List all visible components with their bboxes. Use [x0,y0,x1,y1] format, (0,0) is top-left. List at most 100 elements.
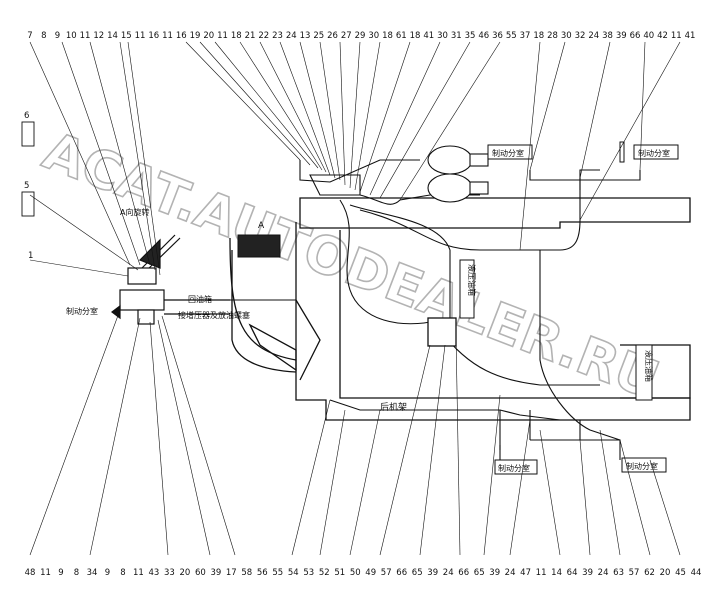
callout-number-top: 30 [368,31,379,41]
callout-number-top: 66 [630,31,641,41]
callout-number-bottom: 20 [179,568,190,578]
callout-number-bottom: 39 [210,568,221,578]
callout-number-bottom: 9 [105,568,110,578]
labelled-boxes [459,141,679,475]
callout-number-top: 11 [217,31,228,41]
callout-number-bottom: 64 [567,568,578,578]
callout-number-bottom: 48 [25,568,36,578]
callout-number-top: 23 [272,31,283,41]
callout-number-bottom: 65 [412,568,423,578]
hydraulic-lines [230,159,641,463]
callout-number-top: 55 [506,31,517,41]
left-item-boxes [21,121,35,217]
callout-number-bottom: 50 [350,568,361,578]
callout-number-top: 14 [107,31,118,41]
callout-number-top: 26 [327,31,338,41]
callout-number-top: 22 [258,31,269,41]
callout-number-top: 21 [245,31,256,41]
callout-number-top: 31 [451,31,462,41]
callout-number-bottom: 49 [365,568,376,578]
callout-number-bottom: 24 [443,568,454,578]
callout-number-top: 39 [616,31,627,41]
callout-number-bottom: 24 [598,568,609,578]
callout-number-top: 27 [341,31,352,41]
leader-lines [29,41,681,556]
watermark: ACAT.AUTODEALER.RU [35,121,666,411]
callout-number-top: 11 [671,31,682,41]
callout-number-bottom: 65 [474,568,485,578]
callout-number-bottom: 44 [691,568,702,578]
callout-number-bottom: 20 [660,568,671,578]
callout-number-bottom: 57 [381,568,392,578]
view-a-block [237,234,281,258]
callout-number-bottom: 11 [536,568,547,578]
callout-number-top: 18 [382,31,393,41]
brake-chamber-label-3: 制动分室 [498,463,530,473]
brake-chamber-label-2: 制动分室 [638,148,670,158]
callout-number-bottom: 57 [629,568,640,578]
callout-number-top: 29 [355,31,366,41]
callout-number-bottom: 8 [74,568,79,578]
callout-number-top: 25 [313,31,324,41]
callout-number-bottom: 14 [551,568,562,578]
callout-number-bottom: 8 [120,568,125,578]
callout-number-top: 30 [437,31,448,41]
return-oil-label: 回油箱 [188,294,212,304]
callout-number-bottom: 47 [520,568,531,578]
callout-number-bottom: 11 [133,568,144,578]
callout-number-top: 11 [135,31,146,41]
callout-number-top: 28 [547,31,558,41]
callout-number-bottom: 60 [195,568,206,578]
callout-number-bottom: 43 [148,568,159,578]
callout-number-bottom: 17 [226,568,237,578]
to-cylinder-label: 接增压器及放油螺塞 [178,310,250,320]
callout-number-top: 11 [162,31,173,41]
rear-frame-label: 后机架 [380,401,407,413]
callout-number-bottom: 39 [489,568,500,578]
callout-number-top: 42 [657,31,668,41]
callout-number-top: 24 [588,31,599,41]
callout-number-top: 46 [478,31,489,41]
callout-number-top: 35 [465,31,476,41]
valve-block [427,317,457,347]
callout-number-bottom: 63 [613,568,624,578]
callout-number-top: 41 [423,31,434,41]
callout-number-bottom: 58 [241,568,252,578]
callout-number-top: 15 [121,31,132,41]
callout-number-top: 61 [396,31,407,41]
callout-number-bottom: 56 [257,568,268,578]
callout-number-top: 16 [148,31,159,41]
callout-number-top: 20 [203,31,214,41]
callout-number-bottom: 62 [644,568,655,578]
callout-number-bottom: 39 [427,568,438,578]
callout-number-bottom: 66 [458,568,469,578]
left-box-label-1: 6 [24,111,29,121]
callout-number-bottom: 54 [288,568,299,578]
callout-number-bottom: 11 [40,568,51,578]
callout-number-bottom: 34 [87,568,98,578]
callout-number-top: 9 [55,31,60,41]
callout-number-top: 18 [231,31,242,41]
callout-number-top: 18 [410,31,421,41]
callout-number-bottom: 39 [582,568,593,578]
callout-number-top: 8 [41,31,46,41]
callout-number-bottom: 53 [303,568,314,578]
callout-number-top: 32 [575,31,586,41]
brake-cylinders [427,145,489,203]
callout-number-bottom: 24 [505,568,516,578]
callout-number-top: 37 [520,31,531,41]
left-box-label-2: 5 [24,181,29,191]
callout-number-top: 18 [533,31,544,41]
brake-chamber-label-1: 制动分室 [492,148,524,158]
callout-number-top: 41 [685,31,696,41]
brake-chamber-left-label: 制动分室 [66,306,98,316]
callout-number-bottom: 52 [319,568,330,578]
callout-number-top: 24 [286,31,297,41]
callout-number-top: 38 [602,31,613,41]
hydraulic-tank-label: 液压油箱 [467,264,477,296]
left-callout-1: 1 [28,251,33,261]
callout-number-top: 19 [190,31,201,41]
